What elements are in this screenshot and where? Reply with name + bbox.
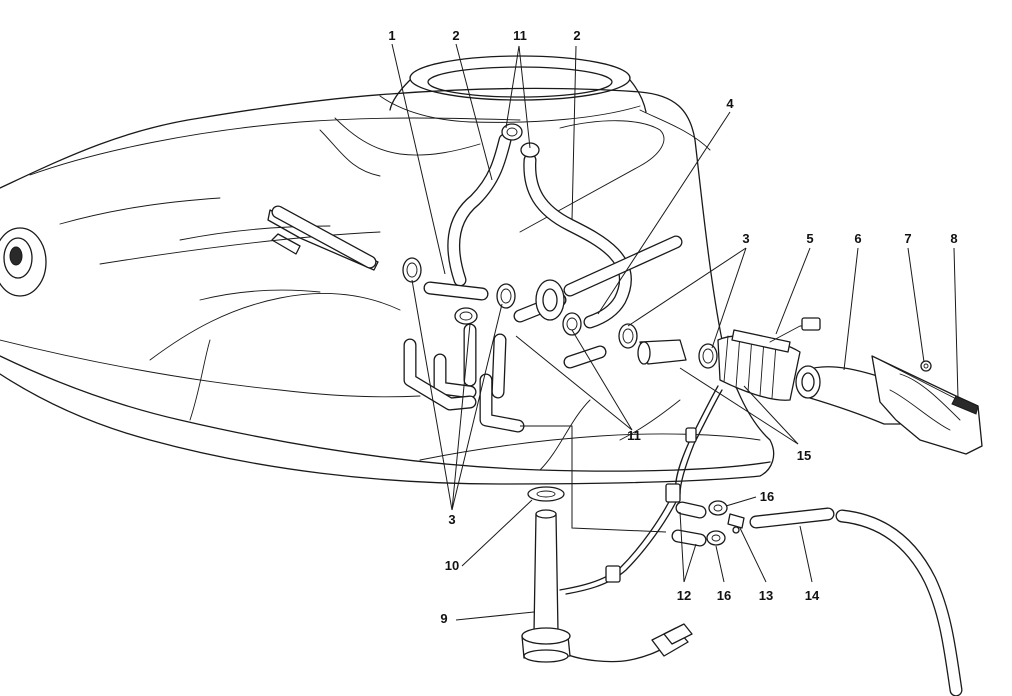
clamp-3 (454, 307, 478, 325)
callout-11-top: 11 (513, 28, 527, 43)
callout-6: 6 (854, 231, 861, 246)
fuel-level-sensor (521, 486, 571, 663)
callout-8: 8 (950, 231, 957, 246)
hose-clamps (402, 123, 728, 546)
callout-10: 10 (445, 558, 459, 573)
callout-4: 4 (726, 96, 734, 111)
wiring-harness (559, 385, 723, 663)
clamp-1 (402, 257, 422, 283)
clamp-16-bottom (706, 530, 726, 546)
clamp-16-top (708, 500, 728, 516)
callout-16-bottom: 16 (717, 588, 731, 603)
callout-1: 1 (388, 28, 395, 43)
clamp-5 (698, 343, 718, 369)
callout-2-left: 2 (452, 28, 459, 43)
callout-3-right: 3 (742, 231, 749, 246)
callout-13: 13 (759, 588, 773, 603)
internal-hoses (271, 133, 683, 433)
callout-16-top: 16 (760, 489, 774, 504)
fuel-pump-assembly (637, 317, 983, 455)
leader-lines (391, 43, 959, 621)
clamp-4 (618, 323, 638, 349)
callout-3-bottom: 3 (448, 512, 455, 527)
clamp-2 (496, 283, 516, 309)
external-hoses (671, 501, 963, 696)
clamp-7 (520, 142, 540, 158)
fuel-tank-body (0, 55, 775, 485)
callout-11-bottom: 11 (627, 428, 641, 443)
callout-9: 9 (440, 611, 447, 626)
callout-7: 7 (904, 231, 911, 246)
callout-2-right: 2 (573, 28, 580, 43)
callout-14: 14 (805, 588, 820, 603)
clamp-8 (562, 312, 582, 336)
callout-12: 12 (677, 588, 691, 603)
clamp-6 (501, 123, 523, 141)
callout-15: 15 (797, 448, 811, 463)
callout-labels: 1 2 11 2 4 3 5 6 7 8 11 15 16 3 10 12 16… (388, 28, 957, 626)
callout-5: 5 (806, 231, 813, 246)
